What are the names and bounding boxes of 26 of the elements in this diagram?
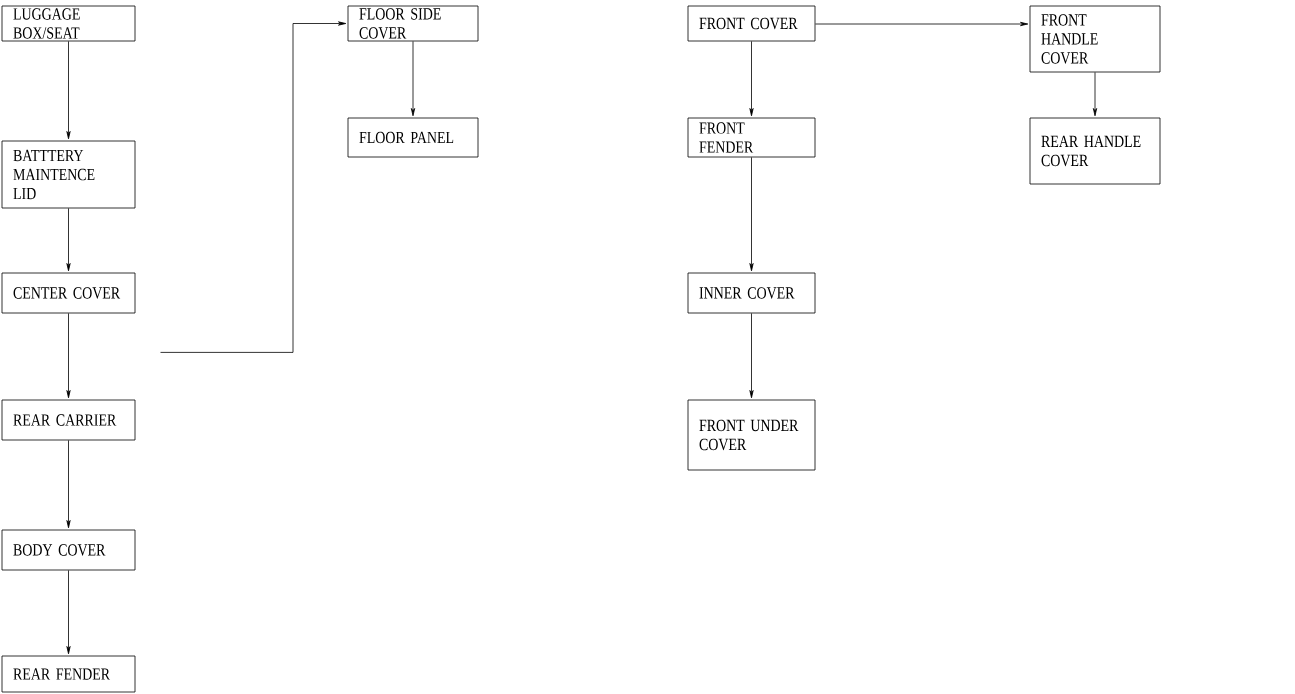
process-box: CENTER COVER <box>1 272 136 314</box>
process-box: REAR CARRIER <box>1 399 136 441</box>
process-box: INNER COVER <box>687 272 816 314</box>
arrow <box>160 21 347 353</box>
process-box: REAR FENDER <box>1 655 136 693</box>
process-box: REAR HANDLE COVER <box>1029 117 1161 185</box>
process-box: FLOOR SIDE COVER <box>347 5 479 42</box>
process-box: BODY COVER <box>1 529 136 571</box>
arrow <box>1092 72 1098 117</box>
arrow <box>410 41 416 117</box>
arrow <box>66 208 71 272</box>
process-box: FRONT UNDER COVER <box>687 399 816 471</box>
process-box: FRONT HANDLE COVER <box>1029 5 1161 73</box>
arrow <box>749 41 754 117</box>
arrow <box>749 157 754 272</box>
process-box: FRONT COVER <box>687 5 816 42</box>
arrow <box>66 570 71 655</box>
process-box: BATTTERY MAINTENCE LID <box>1 140 136 209</box>
arrow <box>749 313 754 399</box>
arrow <box>66 440 71 529</box>
process-box: LUGGAGE BOX/SEAT <box>1 5 136 42</box>
arrow <box>66 41 71 140</box>
process-box: FRONT FENDER <box>687 117 816 158</box>
process-box: FLOOR PANEL <box>347 117 479 158</box>
arrow <box>815 21 1029 27</box>
arrow <box>66 313 71 399</box>
